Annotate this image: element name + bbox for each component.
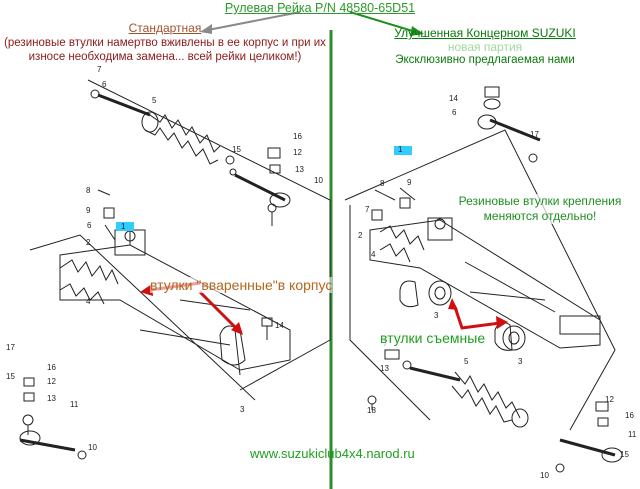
part-number: 14 (449, 94, 458, 103)
red-arrow-right (448, 298, 508, 330)
part-number: 11 (628, 430, 637, 439)
part-number: 17 (530, 130, 539, 139)
part-number: 2 (358, 231, 363, 240)
part-number: 13 (295, 165, 304, 174)
standard-heading: Стандартная (128, 21, 202, 35)
diagram-title: Рулевая Рейка P/N 48580-65D51 (224, 1, 416, 15)
arrow-to-standard (200, 11, 301, 34)
part-number: 6 (102, 80, 107, 89)
welded-bushings-label: втулки "вваренные"в корпус (150, 277, 333, 293)
removable-bushings-label: втулки съемные (380, 330, 486, 346)
part-number: 12 (605, 395, 614, 404)
callout-box-right (394, 146, 412, 155)
bushing-replaceable-note: Резиновые втулки крепления меняются отде… (455, 194, 625, 224)
improved-rack-drawing (344, 86, 623, 473)
part-number: 17 (6, 343, 15, 352)
part-number: 6 (87, 221, 92, 230)
website-link[interactable]: www.suzukiclub4x4.narod.ru (250, 446, 415, 461)
part-number: 8 (380, 179, 385, 188)
frame-outline (344, 129, 616, 431)
part-number: 3 (434, 311, 439, 320)
part-number: 18 (367, 406, 376, 415)
part-number: 4 (86, 297, 91, 306)
arrow-to-improved (349, 11, 424, 36)
part-number: 14 (275, 321, 284, 330)
part-numbers-right: 14 6 17 1 8 9 7 2 4 3 3 5 7 13 12 16 11 … (358, 94, 637, 480)
part-number: 13 (380, 364, 389, 373)
part-number: 10 (314, 176, 323, 185)
part-number: 2 (86, 238, 91, 247)
part-number: 5 (464, 357, 469, 366)
part-number: 12 (293, 148, 302, 157)
part-number: 16 (293, 132, 302, 141)
part-number: 6 (452, 108, 457, 117)
improved-note: Эксклюзивно предлагаемая нами (395, 54, 575, 66)
standard-rack-drawing (19, 79, 331, 460)
improved-subheading: новая партия (447, 40, 523, 54)
part-number: 16 (625, 411, 634, 420)
part-number: 15 (232, 145, 241, 154)
part-numbers-left: 7 6 5 16 12 15 13 10 8 9 6 1 2 4 14 3 17… (6, 65, 323, 452)
part-number: 15 (6, 372, 15, 381)
part-number: 3 (240, 405, 245, 414)
part-number: 4 (371, 250, 376, 259)
part-number: 1 (398, 145, 403, 154)
part-number: 12 (47, 377, 56, 386)
frame-outline (87, 79, 331, 391)
part-number: 1 (121, 222, 126, 231)
part-number: 5 (152, 96, 157, 105)
frame-lower (29, 234, 256, 401)
red-arrow-left-b (198, 290, 243, 335)
part-number: 9 (407, 178, 412, 187)
part-number: 3 (518, 357, 523, 366)
improved-heading: Улучшенная Концерном SUZUKI (394, 26, 576, 40)
part-number: 7 (97, 65, 102, 74)
part-number: 10 (88, 443, 97, 452)
callout-box-left (116, 222, 134, 231)
part-number: 7 (365, 205, 370, 214)
standard-note: (резиновые втулки намертво вживлены в ее… (4, 37, 326, 63)
part-number: 8 (86, 186, 91, 195)
part-number: 13 (47, 394, 56, 403)
part-number: 15 (620, 450, 629, 459)
part-number: 16 (47, 363, 56, 372)
part-number: 9 (86, 206, 91, 215)
part-number: 10 (540, 471, 549, 480)
part-number: 11 (70, 400, 79, 409)
